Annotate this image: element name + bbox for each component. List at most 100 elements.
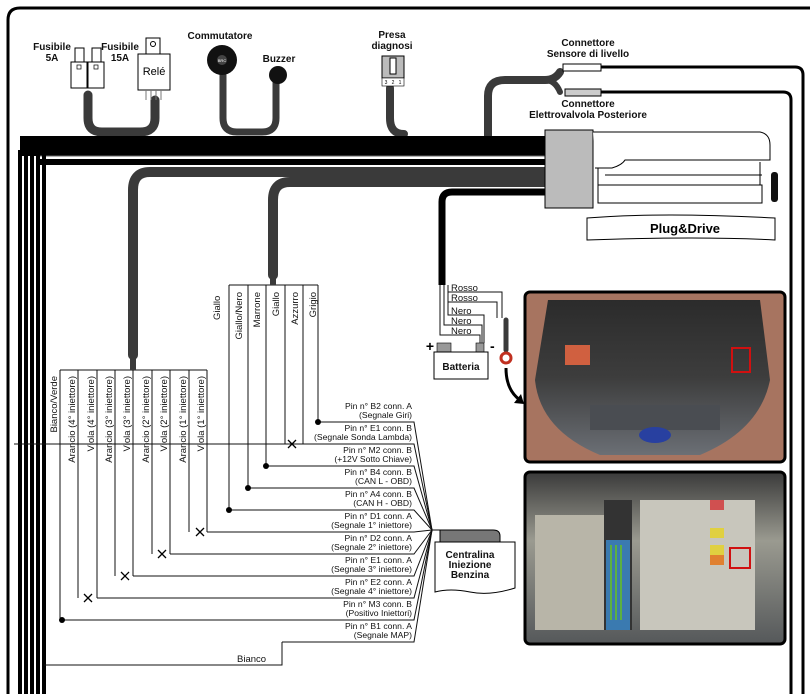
diagnostic-socket: 3 2 1 Presa diagnosi bbox=[371, 30, 413, 87]
level-connector-label-2: Sensore di livello bbox=[547, 49, 629, 60]
pin-wire bbox=[207, 529, 433, 533]
pin-number: Pin n° B2 conn. A bbox=[345, 401, 412, 411]
pin-number: Pin n° A4 conn. B bbox=[345, 489, 412, 499]
pin-function: (+12V Sotto Chiave) bbox=[334, 454, 412, 464]
pin-number: Pin n° E1 conn. A bbox=[345, 555, 412, 565]
cut-mark-icon bbox=[287, 439, 297, 449]
junction-dot bbox=[226, 507, 232, 513]
injector-wire-group bbox=[59, 355, 208, 620]
bianco-wire: Bianco bbox=[44, 642, 283, 666]
pin-row: Pin n° M2 conn. B(+12V Sotto Chiave) bbox=[263, 445, 433, 531]
fuse-15a-label: Fusibile bbox=[101, 42, 139, 53]
buzzer: Buzzer bbox=[263, 54, 296, 84]
wire-nero-2: Nero bbox=[451, 316, 472, 327]
highlight-box bbox=[729, 547, 751, 569]
junction-dot bbox=[263, 463, 269, 469]
junction-dot bbox=[315, 419, 321, 425]
pin-number: Pin n° E1 conn. B bbox=[345, 423, 413, 433]
pin-row: Pin n° E1 conn. B(Segnale Sonda Lambda) bbox=[14, 423, 433, 531]
switch: BRC Commutatore bbox=[187, 31, 253, 75]
pin-function: (Segnale 2° iniettore) bbox=[331, 542, 412, 552]
pin-wire bbox=[318, 421, 433, 531]
petrol-ecu-label-2: Iniezione bbox=[449, 560, 492, 571]
engine-bay-photo bbox=[523, 290, 787, 464]
main-harness bbox=[18, 136, 555, 694]
pin-row: Pin n° M3 conn. B(Positivo Iniettori) bbox=[59, 529, 433, 623]
diag-pin-1: 1 bbox=[399, 80, 402, 86]
fuse-15a: Fusibile 15A bbox=[87, 42, 139, 89]
wire-nero-1: Nero bbox=[451, 306, 472, 317]
pin-wire bbox=[14, 443, 433, 531]
pin-wire bbox=[60, 529, 433, 621]
relay: Relé bbox=[137, 37, 171, 100]
valve-connector-label-1: Connettore bbox=[561, 99, 615, 110]
pin-number: Pin n° B1 conn. A bbox=[345, 621, 412, 631]
battery-plus: + bbox=[426, 338, 434, 354]
fuse-5a-label: Fusibile bbox=[33, 42, 71, 53]
cut-mark-icon bbox=[120, 571, 130, 581]
pin-row: Pin n° B4 conn. B(CAN L - OBD) bbox=[245, 467, 433, 531]
buzzer-label: Buzzer bbox=[263, 54, 296, 65]
pin-function: (Segnale 1° iniettore) bbox=[331, 520, 412, 530]
pin-function: (Positivo Iniettori) bbox=[346, 608, 413, 618]
battery-minus: - bbox=[490, 338, 495, 354]
battery: Rosso Rosso Nero Nero Nero Batteria + - bbox=[426, 283, 524, 404]
pin-row: Pin n° E2 conn. A(Segnale 4° iniettore) bbox=[83, 529, 433, 603]
pin-wire bbox=[133, 529, 433, 577]
cut-mark-icon bbox=[195, 527, 205, 537]
pin-row: Pin n° A4 conn. B(CAN H - OBD) bbox=[226, 489, 433, 531]
wire-label: Giallo/Nero bbox=[234, 292, 245, 340]
wire-label: Arancio (1° iniettore) bbox=[178, 376, 189, 463]
top-cables bbox=[83, 65, 805, 694]
wire-labels: Bianco/Verde Arancio (4° iniettore) Viola … bbox=[49, 292, 319, 463]
pin-number: Pin n° B4 conn. B bbox=[345, 467, 413, 477]
pin-wire bbox=[170, 529, 433, 555]
junction-dot bbox=[245, 485, 251, 491]
wire-label: Grigio bbox=[308, 292, 319, 317]
pin-rows: Pin n° B2 conn. A(Segnale Giri)Pin n° E1… bbox=[14, 401, 433, 643]
pin-number: Pin n° D1 conn. A bbox=[345, 511, 413, 521]
relay-label: Relé bbox=[143, 66, 166, 78]
wire-label: Viola (1° iniettore) bbox=[196, 376, 207, 451]
pin-wire bbox=[229, 509, 433, 531]
pin-row: Pin n° B1 conn. A(Segnale MAP) bbox=[282, 529, 433, 643]
pin-wire bbox=[97, 529, 433, 599]
diag-pin-3: 3 bbox=[385, 80, 388, 86]
cut-mark-icon bbox=[83, 593, 93, 603]
wire-label: Giallo bbox=[212, 296, 223, 320]
wire-label: Arancio (4° iniettore) bbox=[67, 376, 78, 463]
pin-number: Pin n° M3 conn. B bbox=[343, 599, 412, 609]
pin-wire bbox=[282, 529, 433, 643]
fuse-box-photo bbox=[523, 470, 787, 646]
fuse-5a-rating: 5A bbox=[46, 53, 59, 64]
pin-function: (CAN H - OBD) bbox=[353, 498, 412, 508]
pin-function: (Segnale MAP) bbox=[354, 630, 412, 640]
wire-label: Viola (4° iniettore) bbox=[86, 376, 97, 451]
pin-row: Pin n° B2 conn. A(Segnale Giri) bbox=[315, 401, 433, 531]
pin-function: (Segnale 4° iniettore) bbox=[331, 586, 412, 596]
wire-label-bianco: Bianco bbox=[237, 654, 266, 665]
valve-connector-label-2: Elettrovalvola Posteriore bbox=[529, 110, 647, 121]
petrol-ecu-label-1: Centralina bbox=[446, 550, 495, 561]
wire-label: Bianco/Verde bbox=[49, 376, 60, 433]
connectors-right: Connettore Sensore di livello Connettore… bbox=[529, 38, 647, 121]
pin-row: Pin n° D2 conn. A(Segnale 2° iniettore) bbox=[157, 529, 433, 559]
fuse-5a: Fusibile 5A bbox=[33, 42, 88, 89]
pin-function: (CAN L - OBD) bbox=[355, 476, 412, 486]
wire-rosso-2: Rosso bbox=[451, 293, 478, 304]
wire-label: Viola (3° iniettore) bbox=[122, 376, 133, 451]
diag-label-2: diagnosi bbox=[371, 41, 412, 52]
signal-wire-group bbox=[228, 275, 319, 510]
pin-row: Pin n° E1 conn. A(Segnale 3° iniettore) bbox=[120, 529, 433, 581]
switch-label: Commutatore bbox=[187, 31, 252, 42]
pin-wire bbox=[266, 465, 433, 531]
petrol-ecu-label-3: Benzina bbox=[451, 570, 490, 581]
wire-label: Arancio (2° iniettore) bbox=[141, 376, 152, 463]
junction-dot bbox=[59, 617, 65, 623]
wire-nero-3: Nero bbox=[451, 326, 472, 337]
diagram-frame bbox=[6, 6, 810, 694]
wire-label: Viola (2° iniettore) bbox=[159, 376, 170, 451]
wire-label: Azzurro bbox=[290, 292, 301, 325]
switch-logo: BRC bbox=[218, 58, 227, 63]
